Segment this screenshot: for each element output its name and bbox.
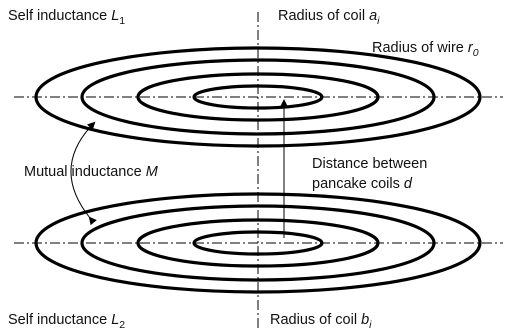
upper-coil-turn-1 <box>34 46 482 148</box>
upper-coil-turn-4 <box>192 84 324 110</box>
self-inductance-l2-label: Self inductance L2 <box>8 312 125 331</box>
mutual-inductance-arrow <box>70 121 97 226</box>
radius-coil-a-label: Radius of coil ai <box>278 8 380 27</box>
mutual-inductance-label: Mutual inductance M <box>24 164 159 180</box>
center-axes <box>14 12 503 330</box>
lower-pancake-coil <box>34 192 482 294</box>
upper-pancake-coil <box>34 46 482 148</box>
lower-coil-turn-1 <box>34 192 482 294</box>
distance-label-line1: Distance between <box>312 156 427 172</box>
lower-coil-turn-2 <box>80 204 436 282</box>
lower-coil-turn-3 <box>136 218 380 268</box>
self-inductance-l1-label: Self inductance L1 <box>8 8 125 27</box>
upper-coil-turn-2 <box>80 58 436 136</box>
distance-label-line2: pancake coils d <box>312 176 413 192</box>
radius-coil-b-label: Radius of coil bi <box>270 312 372 331</box>
radius-wire-label: Radius of wire r0 <box>372 40 479 59</box>
upper-coil-turn-3 <box>136 72 380 122</box>
lower-coil-turn-4 <box>192 230 324 256</box>
